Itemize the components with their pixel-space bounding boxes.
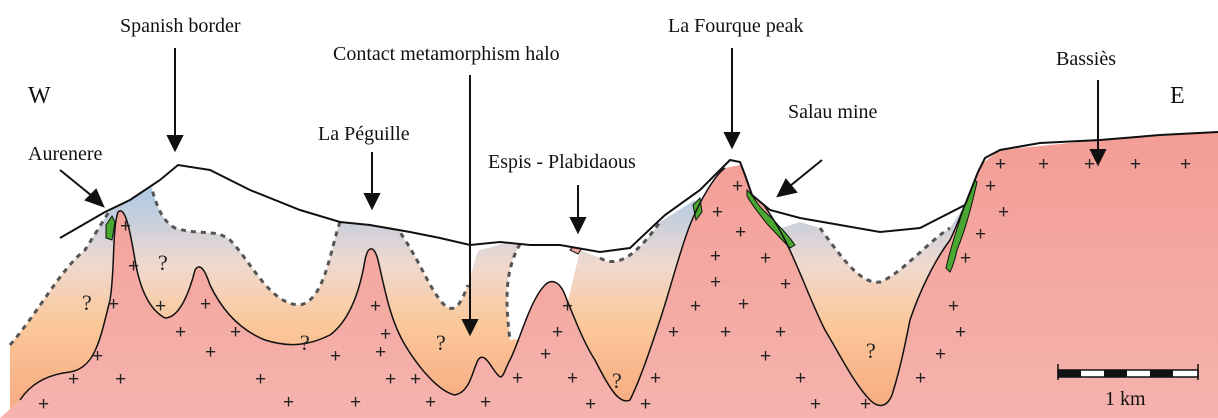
svg-text:+: + [512, 368, 523, 389]
svg-text:+: + [690, 296, 701, 317]
svg-text:+: + [948, 296, 959, 317]
svg-text:+: + [92, 346, 103, 367]
svg-text:+: + [155, 296, 166, 317]
svg-text:+: + [1038, 154, 1049, 175]
svg-text:+: + [128, 256, 139, 277]
svg-text:+: + [38, 394, 49, 415]
svg-text:+: + [205, 342, 216, 363]
svg-text:+: + [1180, 154, 1191, 175]
svg-text:+: + [775, 322, 786, 343]
svg-text:+: + [710, 246, 721, 267]
svg-text:+: + [640, 394, 651, 415]
svg-text:+: + [960, 248, 971, 269]
svg-text:+: + [760, 346, 771, 367]
svg-text:+: + [330, 346, 341, 367]
svg-text:+: + [562, 296, 573, 317]
svg-text:+: + [585, 394, 596, 415]
spanish-border-label: Spanish border [120, 15, 241, 37]
svg-text:+: + [1084, 154, 1095, 175]
bassies-label: Bassiès [1056, 48, 1116, 70]
svg-text:+: + [668, 322, 679, 343]
svg-text:+: + [712, 202, 723, 223]
east-label: E [1170, 83, 1185, 109]
svg-text:+: + [738, 294, 749, 315]
svg-text:+: + [760, 248, 771, 269]
svg-text:+: + [175, 322, 186, 343]
svg-text:+: + [995, 154, 1006, 175]
svg-text:+: + [795, 368, 806, 389]
svg-text:+: + [732, 176, 743, 197]
unknown-mark: ? [82, 290, 92, 315]
svg-text:+: + [720, 322, 731, 343]
svg-text:+: + [120, 216, 131, 237]
svg-text:+: + [935, 344, 946, 365]
svg-text:+: + [552, 322, 563, 343]
unknown-mark: ? [612, 368, 622, 393]
espis-plabidaous-label: Espis - Plabidaous [488, 151, 636, 173]
svg-text:+: + [975, 224, 986, 245]
svg-text:+: + [780, 274, 791, 295]
svg-text:+: + [915, 368, 926, 389]
svg-text:+: + [810, 394, 821, 415]
svg-text:+: + [567, 368, 578, 389]
unknown-mark: ? [866, 338, 876, 363]
svg-text:+: + [350, 392, 361, 413]
svg-text:+: + [410, 369, 421, 390]
svg-text:+: + [710, 272, 721, 293]
salau-mine-label: Salau mine [788, 101, 878, 123]
svg-text:+: + [735, 222, 746, 243]
unknown-mark: ? [436, 330, 446, 355]
svg-text:+: + [283, 392, 294, 413]
svg-text:+: + [68, 369, 79, 390]
la-fourque-label: La Fourque peak [668, 15, 804, 37]
svg-text:+: + [650, 368, 661, 389]
unknown-mark: ? [158, 250, 168, 275]
scale-bar-label: 1 km [1105, 388, 1146, 410]
aurenere-label: Aurenere [28, 143, 103, 165]
svg-text:+: + [200, 294, 211, 315]
svg-text:+: + [255, 369, 266, 390]
svg-text:+: + [1130, 154, 1141, 175]
svg-text:+: + [230, 322, 241, 343]
svg-text:+: + [860, 394, 871, 415]
unknown-mark: ? [300, 330, 310, 355]
svg-text:+: + [385, 369, 396, 390]
la-peguille-label: La Péguille [318, 123, 410, 145]
svg-text:+: + [375, 342, 386, 363]
svg-text:+: + [108, 294, 119, 315]
west-label: W [28, 83, 51, 109]
svg-text:+: + [425, 392, 436, 413]
svg-text:+: + [370, 296, 381, 317]
svg-text:+: + [998, 202, 1009, 223]
contact-halo-label: Contact metamorphism halo [333, 43, 560, 65]
svg-text:+: + [115, 369, 126, 390]
svg-text:+: + [955, 322, 966, 343]
svg-text:+: + [540, 344, 551, 365]
svg-text:+: + [985, 176, 996, 197]
svg-text:+: + [480, 392, 491, 413]
